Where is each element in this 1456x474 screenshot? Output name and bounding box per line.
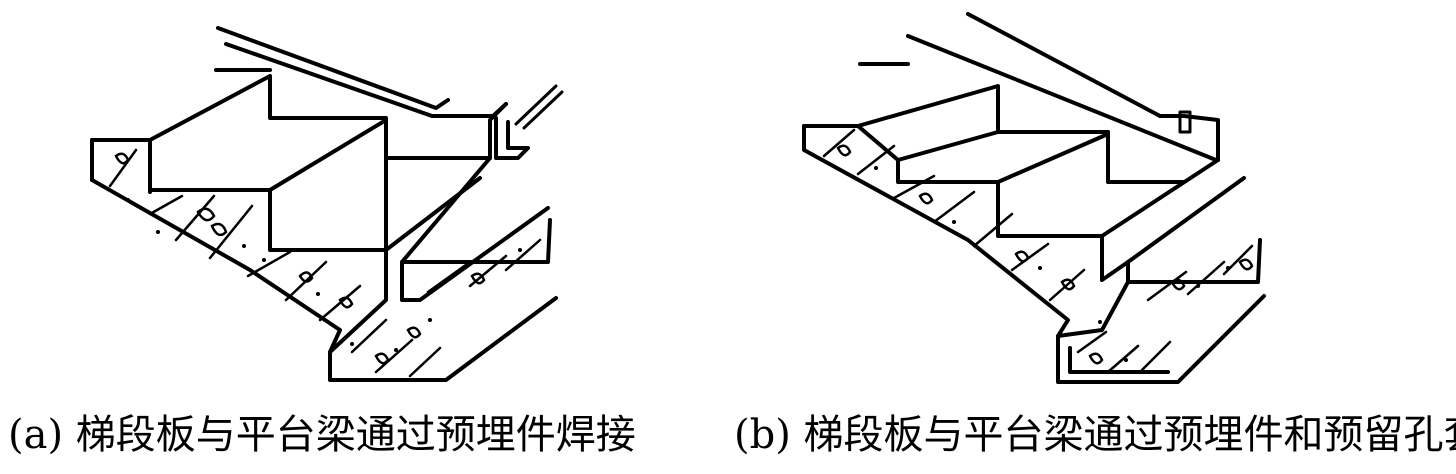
step-2 xyxy=(148,176,482,252)
slab-underside xyxy=(90,178,342,354)
beam-bottom xyxy=(1056,280,1266,384)
embedded-plate xyxy=(494,116,530,160)
step-3 xyxy=(1106,130,1186,184)
figure-a: (a) 梯段板与平台梁通过预埋件焊接 xyxy=(8,26,636,458)
concrete-hatch xyxy=(822,128,1254,374)
reserved-hole xyxy=(1178,110,1192,134)
top-edge-line xyxy=(216,26,450,110)
beam-top xyxy=(1158,114,1220,162)
beam-ledge xyxy=(400,218,552,264)
concrete-pebbles xyxy=(114,152,522,365)
stair-sleeve-diagram xyxy=(802,12,1266,384)
top-edge-line xyxy=(966,12,1162,118)
step-riser-1 xyxy=(148,118,388,192)
top-edge-line-2 xyxy=(906,34,1218,162)
caption-b: (b) 梯段板与平台梁通过预埋件和预留孔套接 xyxy=(734,412,1456,458)
beam-bottom xyxy=(328,250,558,382)
caption-a: (a) 梯段板与平台梁通过预埋件焊接 xyxy=(8,412,636,458)
beam-top xyxy=(488,102,508,160)
stair-weld-diagram xyxy=(90,26,564,382)
step-riser-3 xyxy=(1100,176,1246,282)
step-tread-1 xyxy=(856,124,1000,162)
beam-inner xyxy=(1068,346,1170,374)
step-1 xyxy=(802,84,1110,134)
beam-body xyxy=(400,156,550,302)
weld-angle xyxy=(514,84,564,130)
concrete-pebbles xyxy=(836,144,1254,365)
step-riser-1 xyxy=(896,132,1110,184)
slab-underside xyxy=(802,124,1070,338)
figure-b: (b) 梯段板与平台梁通过预埋件和预留孔套接 xyxy=(728,0,1456,474)
beam-ledge xyxy=(1126,238,1262,284)
step-2 xyxy=(996,158,1220,238)
